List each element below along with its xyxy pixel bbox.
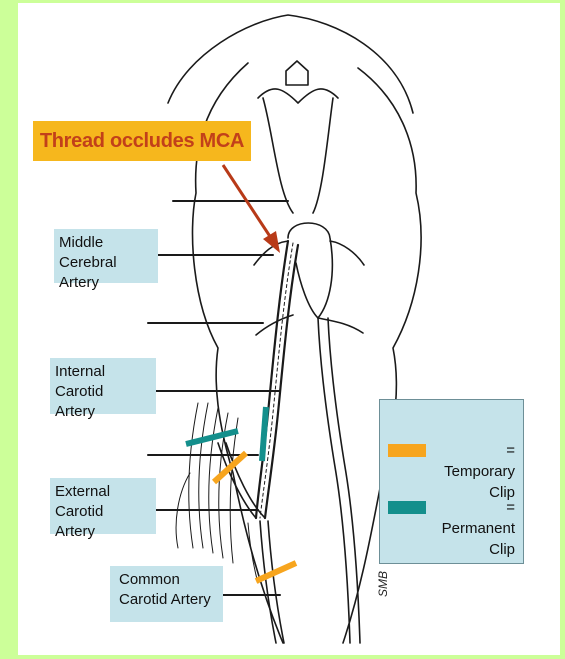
label-common-carotid-artery: Common Carotid Artery xyxy=(110,566,223,622)
temporary-clip-2 xyxy=(256,563,296,581)
diagram-slide: Thread occludes MCA Middle Cerebral Arte… xyxy=(18,3,560,655)
olfactory-right xyxy=(313,98,333,213)
temporary-swatch xyxy=(388,444,426,457)
clip-legend: = Temporary Clip = Permanent Clip xyxy=(379,399,524,564)
mca-right xyxy=(330,241,364,265)
olfactory-top xyxy=(258,89,338,103)
permanent-clip-2 xyxy=(262,407,266,461)
notch xyxy=(286,61,308,85)
olfactory-left xyxy=(263,98,293,213)
label-middle-cerebral-artery: Middle Cerebral Artery xyxy=(54,229,158,283)
label-internal-carotid-artery: Internal Carotid Artery xyxy=(50,358,156,414)
label-external-carotid-artery: External Carotid Artery xyxy=(50,478,156,534)
brain-frontal-outline xyxy=(168,15,413,113)
internal-carotid xyxy=(256,241,288,518)
thread-occludes-callout: Thread occludes MCA xyxy=(33,121,251,161)
basilar-artery xyxy=(318,318,350,643)
artist-signature: SMB xyxy=(376,571,390,597)
temporary-clip-1 xyxy=(214,453,246,482)
permanent-swatch xyxy=(388,501,426,514)
legend-temporary-text: = Temporary Clip xyxy=(432,440,515,503)
occlusion-arrowhead xyxy=(263,231,280,253)
occlusion-arrow xyxy=(223,165,273,241)
legend-permanent-text: = Permanent Clip xyxy=(432,497,515,560)
